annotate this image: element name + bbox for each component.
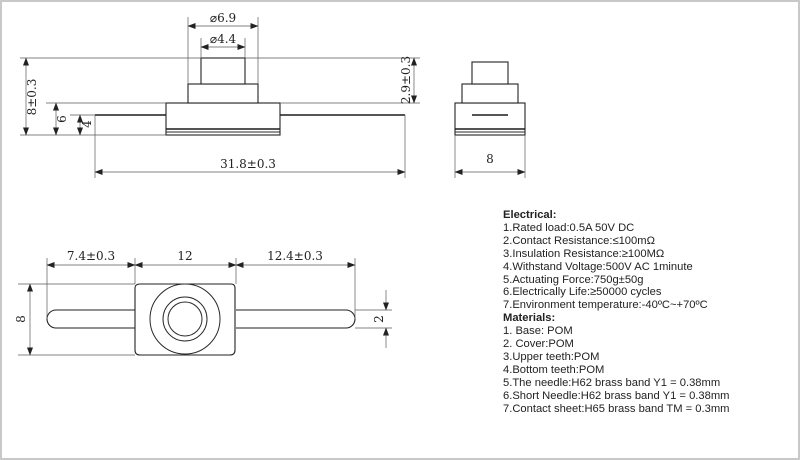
materials-item: 2. Cover:POM xyxy=(503,338,574,351)
dim-outer-diameter: ⌀6.9 xyxy=(210,11,236,25)
electrical-heading: Electrical: xyxy=(503,209,557,221)
top-view-outer-ring xyxy=(149,283,221,355)
front-view-button xyxy=(200,57,246,85)
top-view-right-lead xyxy=(236,309,356,329)
side-view: 8 xyxy=(454,61,526,178)
electrical-item: 6.Electrically Life:≥50000 cycles xyxy=(503,286,662,299)
top-view-button-ring xyxy=(162,296,208,342)
materials-item: 4.Bottom teeth:POM xyxy=(503,363,605,376)
dim-top-width: 8 xyxy=(14,315,28,323)
front-view: ⌀6.9 ⌀4.4 8±0.3 6 4 2.9±0.3 31.8±0.3 xyxy=(20,11,420,178)
front-view-cap xyxy=(187,83,259,104)
dim-right-lead: 12.4±0.3 xyxy=(267,249,323,263)
dim-left-lead: 7.4±0.3 xyxy=(67,249,115,263)
materials-item: 1. Base: POM xyxy=(503,325,573,338)
dim-body-length: 12 xyxy=(177,249,192,263)
electrical-item: 5.Actuating Force:750g±50g xyxy=(503,273,644,286)
specifications-panel: Electrical: 1.Rated load:0.5A 50V DC 2.C… xyxy=(503,209,793,416)
side-view-cap xyxy=(461,83,519,104)
dim-inner-diameter: ⌀4.4 xyxy=(210,32,237,46)
electrical-item: 3.Insulation Resistance:≥100MΩ xyxy=(503,247,665,260)
materials-heading: Materials: xyxy=(503,312,556,325)
electrical-item: 2.Contact Resistance:≤100mΩ xyxy=(503,234,655,247)
top-view-button xyxy=(167,301,203,337)
side-view-button xyxy=(471,61,509,85)
dim-button-height: 2.9±0.3 xyxy=(399,56,413,104)
top-view: 7.4±0.3 12 12.4±0.3 8 2 xyxy=(14,249,392,356)
dim-body-height: 6 xyxy=(55,115,69,123)
electrical-item: 1.Rated load:0.5A 50V DC xyxy=(503,221,635,234)
electrical-item: 4.Withstand Voltage:500V AC 1minute xyxy=(503,260,693,273)
materials-item: 5.The needle:H62 brass band Y1 = 0.38mm xyxy=(503,376,721,389)
top-view-left-lead xyxy=(46,309,135,329)
electrical-item: 7.Environment temperature:-40ºC~+70ºC xyxy=(503,299,708,312)
dim-lead-height: 4 xyxy=(80,120,94,128)
dim-total-height: 8±0.3 xyxy=(25,79,39,116)
materials-item: 3.Upper teeth:POM xyxy=(503,350,600,363)
front-view-body xyxy=(165,102,281,136)
dim-lead-width: 2 xyxy=(372,315,386,323)
dim-side-width: 8 xyxy=(486,152,494,166)
dim-lead-span: 31.8±0.3 xyxy=(220,157,276,171)
front-view-dimension-lines xyxy=(23,23,417,175)
top-view-body xyxy=(134,283,236,356)
materials-item: 6.Short Needle:H62 brass band Y1 = 0.38m… xyxy=(503,389,730,402)
materials-item: 7.Contact sheet:H65 brass band TM = 0.3m… xyxy=(503,402,730,415)
side-view-body xyxy=(454,102,526,136)
